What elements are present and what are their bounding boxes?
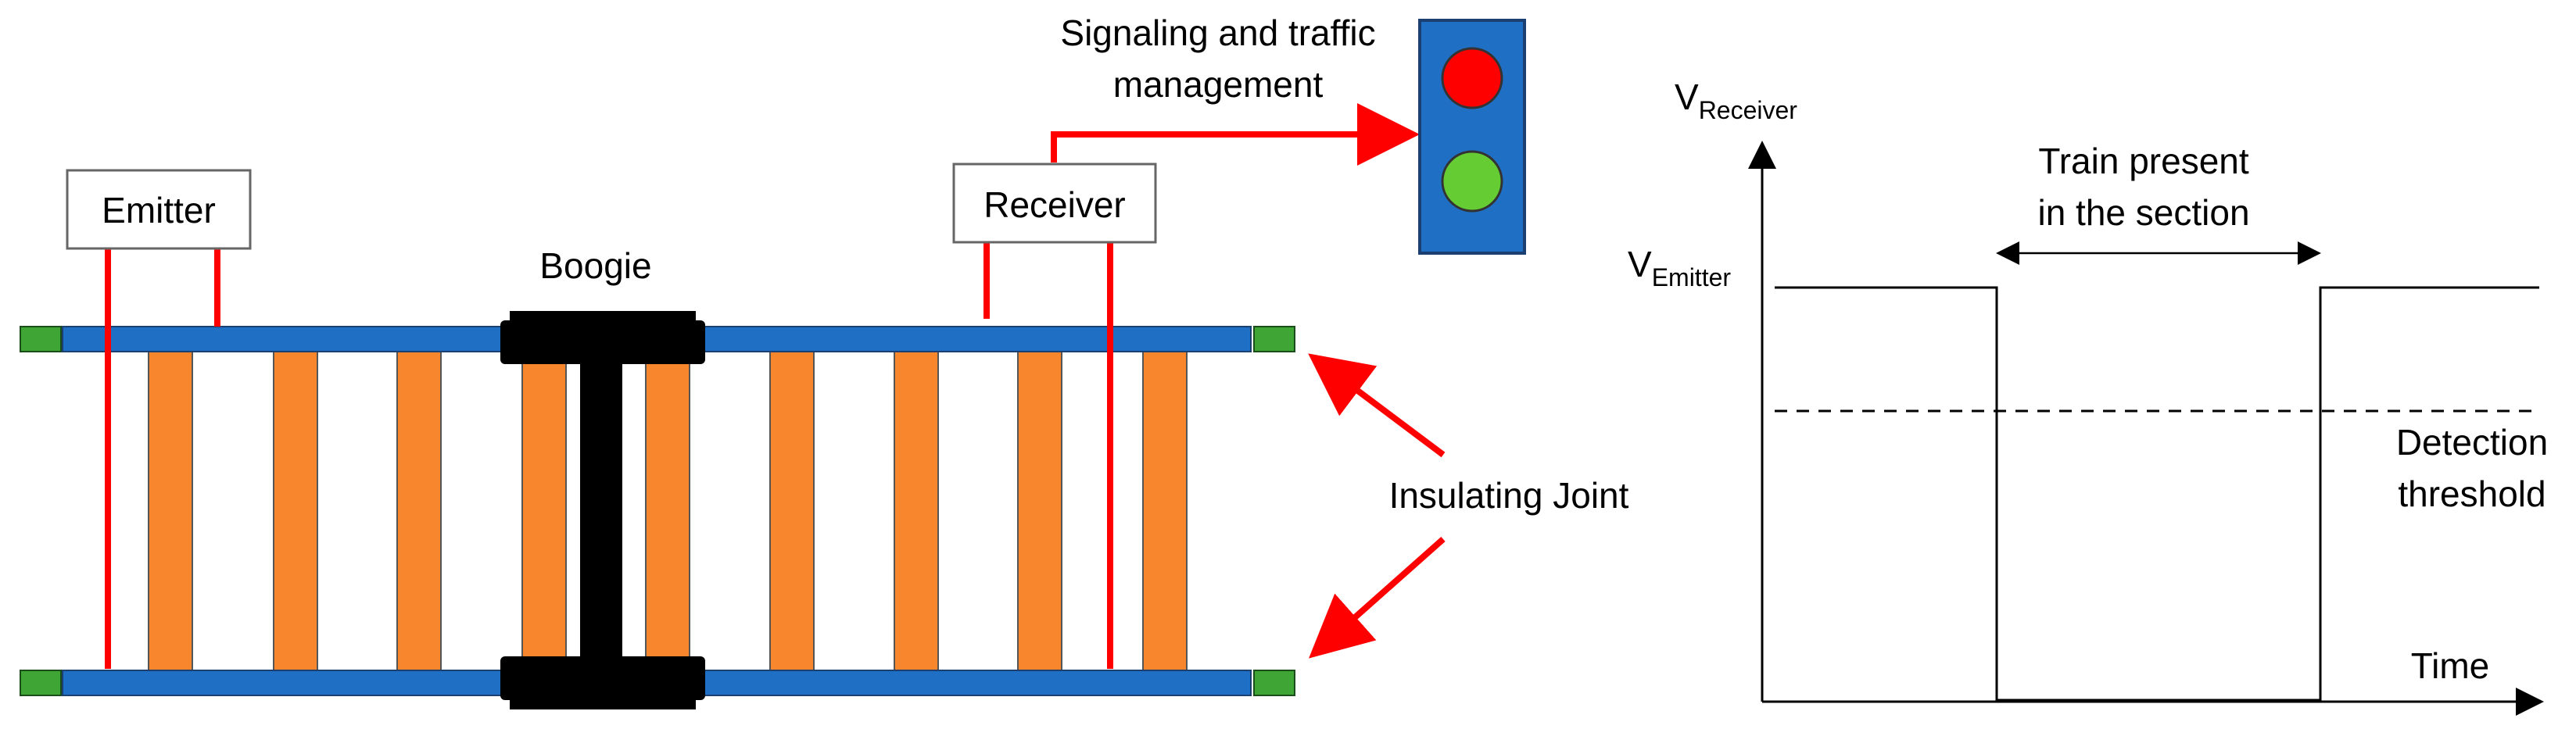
receiver-box: Receiver (952, 163, 1157, 244)
traffic-signal-icon (1418, 19, 1526, 255)
voltage-signal-line (1775, 286, 2539, 702)
v-receiver-main: V (1675, 77, 1699, 117)
wires (105, 103, 1420, 669)
sleeper (396, 351, 442, 673)
threshold-line2: threshold (2398, 473, 2546, 514)
insulating-joint-bottom-right (1253, 670, 1295, 696)
receiver-label: Receiver (983, 184, 1126, 225)
insulating-joint-bottom-left (20, 670, 62, 696)
sleeper (521, 351, 567, 673)
boogie-label: Boogie (539, 245, 651, 286)
emitter-box: Emitter (66, 169, 252, 250)
receiver-voltage-graph: VReceiver VEmitter Train present in the … (1628, 77, 2548, 716)
sleeper (769, 351, 815, 673)
v-emitter-sub: Emitter (1652, 263, 1732, 291)
sleeper (1142, 351, 1188, 673)
signal-green-light (1441, 150, 1503, 213)
sleeper (1017, 351, 1062, 673)
v-emitter-label: VEmitter (1628, 244, 1731, 291)
signaling-label-line1: Signaling and traffic (1060, 13, 1375, 53)
signal-red-light (1441, 47, 1503, 109)
train-present-line1: Train present (2038, 141, 2249, 181)
time-label: Time (2411, 645, 2490, 686)
joint-arrow-bottom (1309, 537, 1446, 659)
train-present-line2: in the section (2037, 192, 2249, 233)
joint-arrow-top (1308, 353, 1446, 458)
v-receiver-label: VReceiver (1675, 77, 1797, 124)
threshold-line1: Detection (2396, 422, 2548, 463)
insulating-joint-top-right (1253, 326, 1295, 352)
sleeper (645, 351, 690, 673)
emitter-label: Emitter (102, 190, 216, 230)
insulating-joint-top-left (20, 326, 62, 352)
v-receiver-sub: Receiver (1699, 96, 1798, 124)
insulating-joint-label: Insulating Joint (1389, 475, 1629, 516)
boogie (500, 311, 705, 709)
track (20, 311, 1295, 709)
receiver-to-signal-wire (1051, 103, 1420, 166)
sleeper (273, 351, 318, 673)
v-emitter-main: V (1628, 244, 1652, 284)
sleeper (894, 351, 939, 673)
sleeper (148, 351, 193, 673)
signaling-label-line2: management (1113, 64, 1324, 105)
